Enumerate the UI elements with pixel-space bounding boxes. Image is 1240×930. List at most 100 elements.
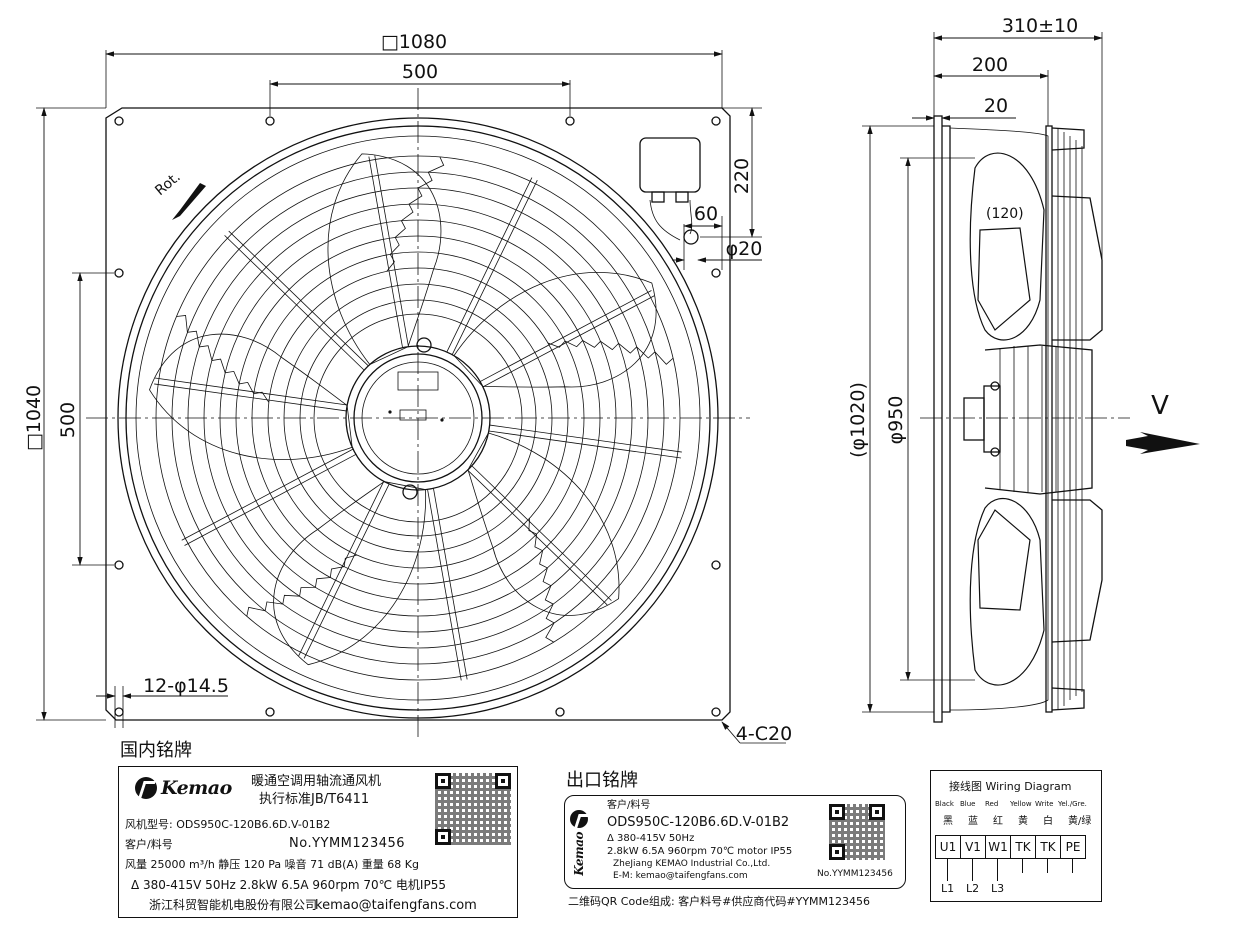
export-plate-title: 出口铭牌 (566, 770, 638, 791)
export-company: ZheJiang KEMAO Industrial Co.,Ltd. (613, 859, 771, 869)
guard-spoke (368, 156, 403, 348)
guard-spoke (471, 465, 612, 601)
wire-color-cn: 白 (1043, 816, 1053, 827)
terminal-pe: PE (1060, 835, 1086, 859)
customer-number: No.YYMM123456 (289, 836, 406, 851)
export-voltage: Δ 380-415V 50Hz (607, 833, 695, 844)
dim-bolt-h: 500 (269, 61, 571, 116)
fan-blade (273, 481, 426, 666)
terminal-lead (1047, 859, 1048, 873)
depth-total-label: 310±10 (1002, 15, 1078, 37)
box-offset-label: 220 (731, 158, 753, 194)
guard-spoke (298, 481, 385, 656)
export-specs: 2.8kW 6.5A 960rpm 70℃ motor IP55 (607, 846, 793, 857)
terminal-u1: U1 (935, 835, 961, 859)
guard-spoke (482, 295, 655, 388)
dim-depth-mid: 200 (933, 54, 1049, 126)
blade-serration (386, 156, 445, 272)
guard-spoke (224, 235, 365, 371)
export-qr-code-icon (829, 804, 885, 860)
model-number: 风机型号: ODS950C-120B6.6D.V-01B2 (125, 818, 331, 831)
guard-spoke (451, 180, 538, 355)
fan-blade (327, 153, 442, 365)
width-label: □1080 (381, 31, 447, 53)
dim-depth-total: 310±10 (933, 15, 1103, 260)
outer-dia-label: (φ1020) (847, 382, 869, 458)
blade-angle-label: (120) (986, 206, 1024, 222)
dim-cable-dia: φ20 (672, 238, 762, 263)
blade-serration (547, 339, 674, 365)
domestic-nameplate: Kemao 暖通空调用轴流通风机 执行标准JB/T6411 风机型号: ODS9… (118, 766, 518, 918)
standard: 执行标准JB/T6411 (259, 792, 370, 807)
export-number: No.YYMM123456 (817, 869, 893, 879)
height-label: □1040 (23, 385, 45, 451)
performance-specs: 风量 25000 m³/h 静压 120 Pa 噪音 71 dB(A) 重量 6… (125, 858, 419, 871)
export-customer-label: 客户/料号 (607, 800, 651, 811)
junction-box (639, 137, 701, 245)
side-motor (963, 344, 1093, 495)
corner-label: 4-C20 (736, 723, 792, 745)
dim-corner: 4-C20 (721, 721, 792, 745)
terminal-lead (972, 859, 973, 881)
dim-cable-offset: 60 (683, 203, 723, 270)
export-email: E-M: kemao@taifengfans.com (613, 871, 748, 881)
side-view: 310±10 200 20 (120) (φ1020) φ950 (847, 15, 1200, 723)
guard-spoke (374, 155, 409, 347)
dim-width: □1080 (105, 31, 723, 108)
wiring-title: 接线图 Wiring Diagram (949, 780, 1072, 793)
terminal-tk: TK (1010, 835, 1036, 859)
bolt-h-label: 500 (402, 61, 438, 83)
guard-spoke (433, 488, 468, 680)
mounting-holes (114, 116, 721, 717)
dim-holes: 12-φ14.5 (96, 675, 229, 728)
guard-spoke (446, 177, 533, 353)
dim-height: □1040 (23, 107, 106, 721)
guard-spoke (479, 290, 652, 382)
terminal-v1: V1 (960, 835, 986, 859)
dim-flange: 20 (912, 95, 1016, 121)
guard-spoke (154, 377, 348, 406)
wire-color-cn: 蓝 (968, 816, 978, 827)
fan-blades (149, 153, 674, 666)
guard-spoke (427, 489, 462, 681)
guard-spoke (467, 469, 608, 606)
terminal-w1: W1 (985, 835, 1011, 859)
wire-color-cn: 红 (993, 816, 1003, 827)
wire-color-en: Red (985, 800, 999, 808)
guard-spoke (228, 230, 369, 367)
terminal-lead (947, 859, 948, 881)
line-label: L2 (966, 882, 980, 895)
customer-label: 客户/料号 (125, 838, 173, 851)
blade-serration (246, 554, 358, 617)
kemao-logo-icon-vertical: Kemao (565, 810, 593, 876)
fan-blade (453, 272, 657, 388)
wire-color-cn: 黄 (1018, 816, 1028, 827)
guard-spoke (181, 448, 354, 541)
blade-serration (176, 315, 270, 403)
electrical-specs: Δ 380-415V 50Hz 2.8kW 6.5A 960rpm 70℃ 电机… (131, 878, 446, 892)
depth-mid-label: 200 (972, 54, 1008, 76)
dim-bolt-v: 500 (57, 272, 114, 566)
terminal-lead (997, 859, 998, 881)
kemao-logo-icon: Kemao (135, 777, 232, 799)
airflow-arrow-icon: V (1126, 391, 1200, 454)
wire-color-en: Yel./Gre. (1058, 800, 1087, 808)
guard-spoke (154, 383, 347, 412)
dim-box-offset: 220 (700, 107, 762, 238)
qr-code-icon (435, 773, 511, 845)
line-label: L1 (941, 882, 955, 895)
export-brand-label: Kemao (572, 832, 586, 876)
brand-label: Kemao (161, 777, 232, 799)
company-name: 浙江科贸智能机电股份有限公司 (149, 898, 318, 912)
guard-spoke (184, 454, 357, 546)
guard-spoke (488, 430, 682, 459)
front-view: Rot. □1080 500 □1040 (23, 31, 792, 745)
side-blades (969, 152, 1045, 686)
guard-spoke (303, 483, 390, 659)
inner-dia-label: φ950 (885, 396, 907, 445)
wire-color-en: Write (1035, 800, 1054, 808)
terminal-lead (1022, 859, 1023, 873)
holes-label: 12-φ14.5 (143, 675, 229, 697)
wire-color-cn: 黄/绿 (1068, 816, 1092, 827)
